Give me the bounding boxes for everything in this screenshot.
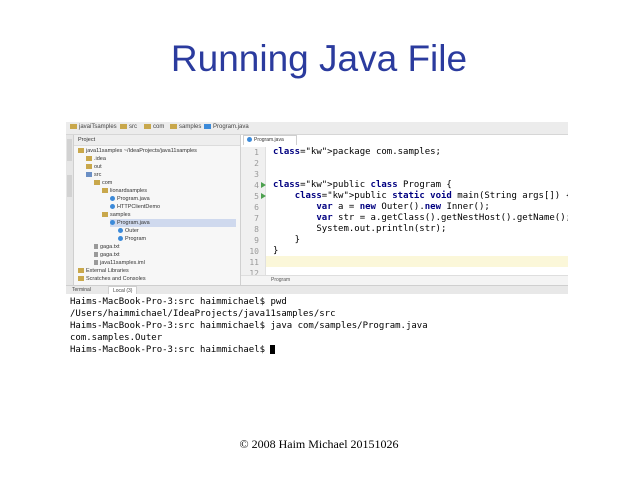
folder-icon (78, 148, 84, 154)
project-tool-button[interactable] (67, 139, 72, 161)
tree-item[interactable]: java11samples.iml (94, 259, 145, 267)
code-editor[interactable]: Program.java 1 2 3 4 5 6 7 8 9 10 11 12 … (241, 135, 568, 286)
line-number: 9 (254, 236, 259, 245)
line-number: 2 (254, 159, 259, 168)
folder-icon (94, 180, 100, 186)
line-number: 12 (249, 269, 259, 278)
tree-item[interactable]: out (86, 163, 102, 171)
code-line: var str = a.getClass().getNestHost().get… (316, 213, 568, 223)
scratches-icon (78, 276, 84, 282)
terminal-line: com.samples.Outer (70, 333, 163, 343)
breadcrumb: javaiTsamples src com samples Program.ja… (66, 122, 568, 135)
tree-item[interactable]: lionardsamples (102, 187, 147, 195)
editor-breadcrumb-text: Program (271, 277, 291, 283)
line-number: 3 (254, 170, 259, 179)
tree-item[interactable]: gaga.txt (94, 251, 120, 259)
tree-item[interactable]: Program.java (110, 195, 150, 203)
tree-item[interactable]: gaga.txt (94, 243, 120, 251)
line-number: 1 (254, 148, 259, 157)
line-number: 5 (254, 192, 259, 201)
terminal-cursor (270, 345, 276, 354)
tree-item[interactable]: java11samples ~/IdeaProjects/java11sampl… (78, 147, 197, 155)
project-tree-header: Project (74, 135, 240, 146)
code-line: var a = new Outer().new Inner(); (316, 202, 490, 212)
terminal-line: /Users/haimmichael/IdeaProjects/java11sa… (70, 309, 336, 319)
code-line: System.out.println(str); (273, 224, 447, 234)
structure-tool-button[interactable] (67, 175, 72, 197)
breadcrumb-item[interactable]: src (120, 124, 137, 130)
class-icon (204, 124, 211, 129)
folder-icon (86, 172, 92, 178)
editor-breadcrumb-bar: Program (241, 275, 568, 286)
folder-icon (144, 124, 151, 129)
terminal-output[interactable]: Haims-MacBook-Pro-3:src haimmichael$ pwd… (66, 294, 568, 366)
tree-item[interactable]: samples (102, 211, 130, 219)
terminal-line: Haims-MacBook-Pro-3:src haimmichael$ jav… (70, 321, 428, 331)
tree-item[interactable]: src (86, 171, 101, 179)
folder-icon (102, 188, 108, 194)
terminal-prompt-line: Haims-MacBook-Pro-3:src haimmichael$ (70, 344, 276, 356)
folder-icon (70, 124, 77, 129)
ide-screenshot: javaiTsamples src com samples Program.ja… (66, 122, 568, 366)
current-line-highlight (266, 256, 568, 267)
breadcrumb-item[interactable]: Program.java (204, 124, 249, 130)
project-tree: Project java11samples ~/IdeaProjects/jav… (74, 135, 241, 285)
file-icon (94, 252, 98, 258)
class-icon (247, 137, 252, 143)
tree-item[interactable]: com (94, 179, 112, 187)
folder-icon (86, 156, 92, 162)
class-icon (110, 196, 115, 202)
folder-icon (170, 124, 177, 129)
line-number: 6 (254, 203, 259, 212)
class-icon (110, 204, 115, 210)
tree-item[interactable]: Outer (118, 227, 139, 235)
terminal-line: Haims-MacBook-Pro-3:src haimmichael$ pwd (70, 297, 287, 307)
tree-item[interactable]: .idea (86, 155, 106, 163)
line-gutter (241, 147, 266, 285)
file-icon (94, 260, 98, 266)
file-icon (94, 244, 98, 250)
tree-item[interactable]: HTTPClientDemo (110, 203, 160, 211)
tool-window-strip (66, 135, 74, 285)
library-icon (78, 268, 84, 274)
line-number: 8 (254, 225, 259, 234)
breadcrumb-item[interactable]: javaiTsamples (70, 124, 117, 130)
breadcrumb-item[interactable]: com (144, 124, 164, 130)
code-line: class="kw">public class Program { (273, 180, 452, 190)
folder-icon (86, 164, 92, 170)
line-number: 4 (254, 181, 259, 190)
code-line: class="kw">package com.samples; (273, 147, 441, 157)
line-number: 11 (249, 258, 259, 267)
tree-item[interactable]: External Libraries (78, 267, 129, 275)
tree-item[interactable]: Scratches and Consoles (78, 275, 146, 283)
folder-icon (120, 124, 127, 129)
line-number: 7 (254, 214, 259, 223)
code-line: class="kw">public static void main(Strin… (294, 191, 568, 201)
class-icon (110, 220, 115, 226)
tree-item-selected[interactable]: Program.java (110, 219, 236, 227)
folder-icon (102, 212, 108, 218)
terminal-prompt: Haims-MacBook-Pro-3:src haimmichael$ (70, 345, 271, 355)
run-icon[interactable] (261, 182, 266, 188)
tree-item[interactable]: Program (118, 235, 146, 243)
class-icon (118, 228, 123, 234)
tab-program-java[interactable]: Program.java (243, 135, 297, 145)
run-icon[interactable] (261, 193, 266, 199)
tab-terminal[interactable]: Terminal (72, 287, 91, 293)
code-line: } (273, 246, 279, 256)
line-number: 10 (249, 247, 259, 256)
project-view-selector[interactable]: Project (78, 137, 96, 143)
class-icon (118, 236, 123, 242)
tab-local[interactable]: Local (3) (108, 286, 138, 295)
code-line: } (273, 235, 301, 245)
slide-footer: © 2008 Haim Michael 20151026 (239, 437, 399, 451)
slide-title: Running Java File (170, 38, 468, 79)
breadcrumb-item[interactable]: samples (170, 124, 201, 130)
